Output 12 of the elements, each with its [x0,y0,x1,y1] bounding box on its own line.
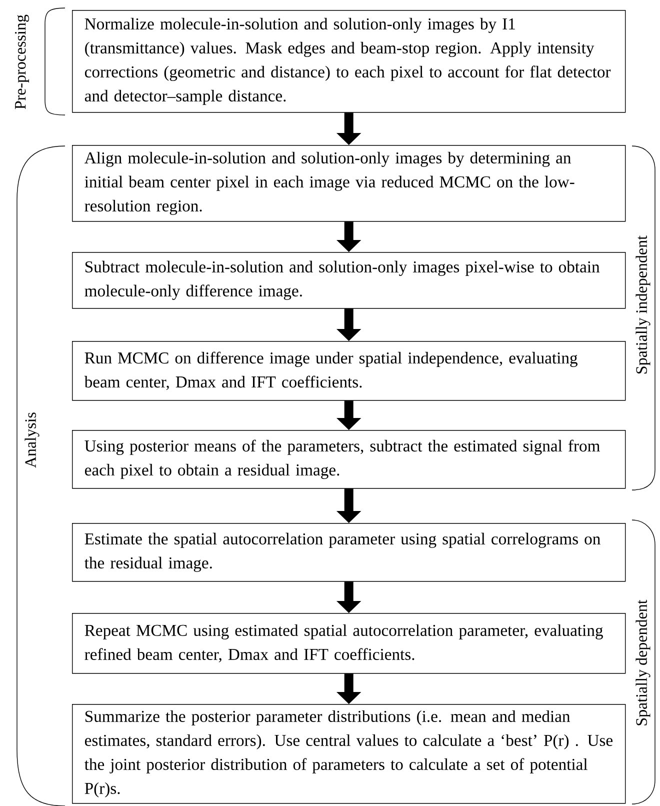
process-box: Summarize the posterior parameter distributions (i.e. mean and median estimates, standard errors). Use central values to calculate a ‘best’ P(r) . Use the joint posterior distribution of parameters to calculate a set of potential P(r)s. [72,704,626,804]
process-box: Repeat MCMC using estimated spatial autocorrelation parameter, evaluating refined beam center, Dmax and IFT coefficients. [72,613,626,674]
process-box: Estimate the spatial autocorrelation parameter using spatial correlograms on the residual image. [72,523,626,582]
process-box: Run MCMC on difference image under spatial independence, evaluating beam center, Dmax and IFT coefficients. [72,341,626,401]
section-label: Analysis [24,412,40,468]
process-box: Subtract molecule-in-solution and solution-only images pixel-wise to obtain molecule-only difference image. [72,252,626,309]
section-label: Spatially dependent [636,600,650,726]
process-box: Normalize molecule-in-solution and solution-only images by I1 (transmittance) values. Mask edges and beam-stop region. Apply intensity corrections (geometric and distance) to each pixel to account for flat detector and detector–sample distance. [72,10,626,113]
section-label: Spatially independent [636,236,650,374]
process-box: Using posterior means of the parameters, subtract the estimated signal from each pixel to obtain a residual image. [72,430,626,489]
process-box: Align molecule-in-solution and solution-only images by determining an initial beam center pixel in each image via reduced MCMC on the low-resolution region. [72,145,626,222]
section-label: Pre-processing [14,14,30,110]
